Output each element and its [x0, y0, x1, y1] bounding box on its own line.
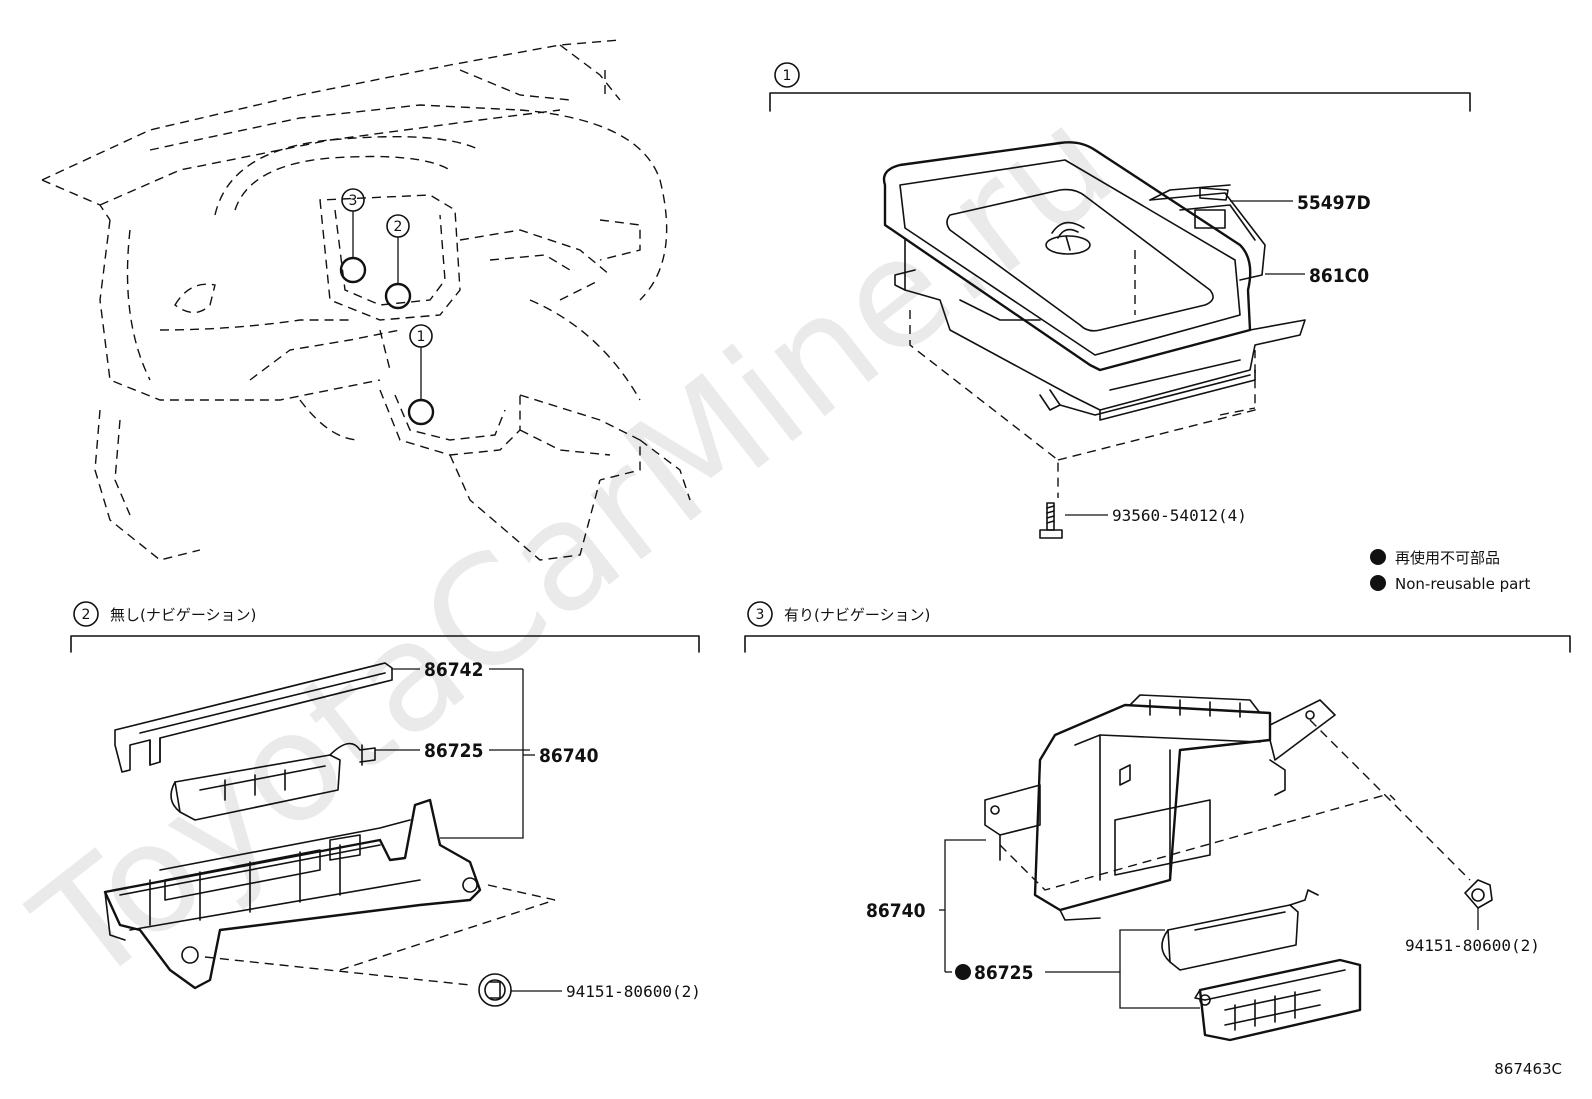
- part-label-93560-54012[interactable]: 93560-54012(4): [1065, 506, 1247, 525]
- svg-text:2: 2: [82, 607, 91, 623]
- svg-text:Non-reusable part: Non-reusable part: [1395, 575, 1530, 593]
- part-label-86742[interactable]: 86742: [392, 659, 523, 681]
- section-2-fastener-lines: [204, 884, 556, 986]
- clip-94151-section-2: [478, 973, 512, 1007]
- svg-text:86740: 86740: [539, 745, 599, 767]
- dashboard-overview: [41, 39, 691, 561]
- callout-1[interactable]: 1: [407, 324, 435, 426]
- svg-text:86725: 86725: [974, 962, 1033, 984]
- callout-2[interactable]: 2: [384, 214, 412, 310]
- switch-assembly-with-nav: [984, 694, 1336, 921]
- diagram-reference-code: 867463C: [1494, 1060, 1562, 1078]
- bolt-93560: [1039, 502, 1063, 539]
- part-label-86740-section-2[interactable]: 86740: [440, 669, 599, 839]
- svg-text:1: 1: [783, 68, 792, 84]
- callout-3[interactable]: 3: [339, 188, 367, 284]
- svg-text:3: 3: [756, 607, 765, 623]
- svg-text:再使用不可部品: 再使用不可部品: [1395, 549, 1500, 567]
- part-label-86725-section-3[interactable]: 86725: [945, 929, 1200, 1009]
- svg-text:94151-80600(2): 94151-80600(2): [1405, 936, 1540, 955]
- legend: 再使用不可部品 Non-reusable part: [1370, 549, 1530, 593]
- part-label-94151-80600-section-2[interactable]: 94151-80600(2): [511, 982, 701, 1001]
- svg-text:86740: 86740: [866, 900, 926, 922]
- section-1-fastener-lines: [909, 250, 1256, 498]
- switch-86725-with-nav: [1161, 889, 1362, 1042]
- svg-text:93560-54012(4): 93560-54012(4): [1112, 506, 1247, 525]
- section-2-header: 2 無し(ナビゲーション): [70, 601, 700, 653]
- wireless-charger-assembly: [882, 141, 1306, 421]
- clip-94151-section-3: [1464, 879, 1493, 909]
- svg-text:94151-80600(2): 94151-80600(2): [566, 982, 701, 1001]
- svg-text:861C0: 861C0: [1309, 265, 1369, 287]
- part-label-86725-section-2[interactable]: 86725: [375, 740, 530, 762]
- svg-text:無し(ナビゲーション): 無し(ナビゲーション): [110, 606, 256, 624]
- part-label-861C0[interactable]: 861C0: [1265, 265, 1369, 287]
- svg-text:86742: 86742: [424, 659, 483, 681]
- part-label-55497D[interactable]: 55497D: [1199, 187, 1371, 214]
- section-3-fastener-lines: [999, 719, 1471, 891]
- non-reusable-mark: [955, 964, 971, 980]
- section-3-header: 3 有り(ナビゲーション): [744, 601, 1571, 653]
- switch-assembly-no-nav: [103, 662, 482, 990]
- svg-text:有り(ナビゲーション): 有り(ナビゲーション): [784, 606, 930, 624]
- part-label-94151-80600-section-3[interactable]: 94151-80600(2): [1405, 908, 1540, 955]
- svg-text:86725: 86725: [424, 740, 483, 762]
- part-label-86740-section-3[interactable]: 86740: [866, 839, 986, 972]
- svg-text:55497D: 55497D: [1297, 192, 1371, 214]
- section-1-header: 1: [769, 62, 1471, 112]
- svg-text:1: 1: [417, 329, 426, 345]
- wireless-charge-icon: [1045, 221, 1091, 255]
- svg-text:3: 3: [349, 193, 358, 209]
- svg-text:2: 2: [394, 219, 403, 235]
